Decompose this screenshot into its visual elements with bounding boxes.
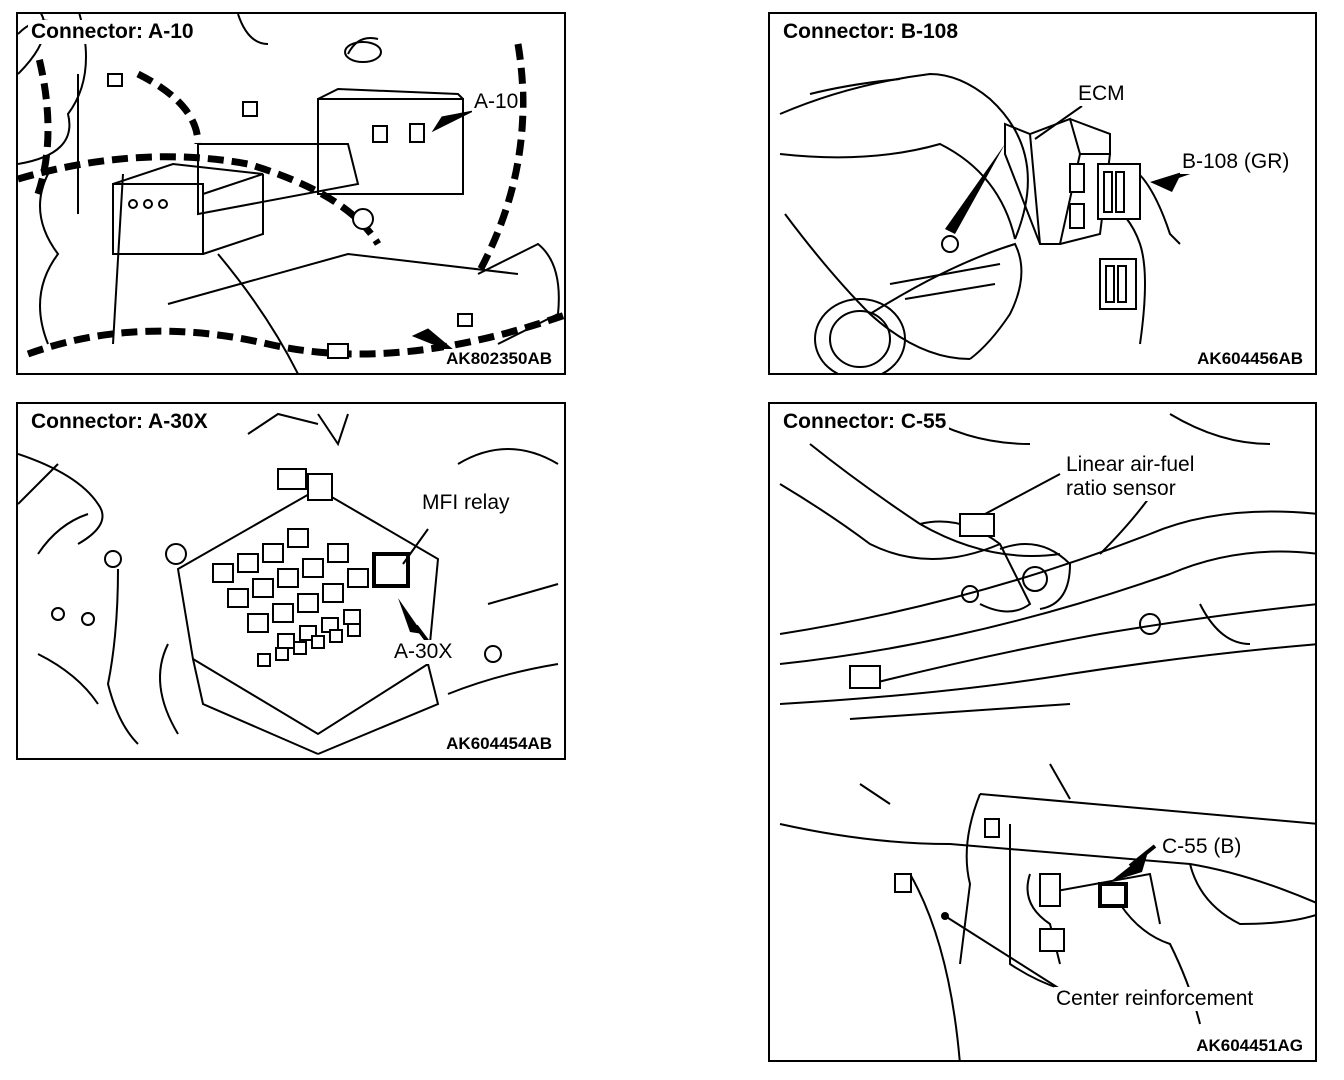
engine-bay-illustration-a10 bbox=[18, 14, 564, 373]
callout-label: C-55 (B) bbox=[1160, 835, 1244, 859]
callout-label: B-108 (GR) bbox=[1180, 150, 1292, 174]
underbody-illustration bbox=[779, 413, 1315, 1060]
callout-label: A-10 bbox=[472, 90, 521, 114]
panel-connector-a10: Connector: A-10 A-10 AK802350AB bbox=[16, 12, 566, 375]
panel-title: Connector: B-108 bbox=[780, 20, 962, 44]
reinforcement-label: Center reinforcement bbox=[1054, 987, 1256, 1011]
panel-title: Connector: A-30X bbox=[28, 410, 211, 434]
panel-title: Connector: A-10 bbox=[28, 20, 197, 44]
callout-label: A-30X bbox=[392, 640, 455, 664]
ecm-location-illustration bbox=[779, 72, 1191, 373]
figure-code: AK604456AB bbox=[1195, 349, 1305, 369]
figure-code: AK604454AB bbox=[444, 734, 554, 754]
sensor-label-line2: ratio sensor bbox=[1064, 477, 1178, 501]
panel-connector-c55: Connector: C-55 Linear air-fuel ratio se… bbox=[768, 402, 1317, 1062]
sensor-label-line1: Linear air-fuel bbox=[1064, 453, 1197, 477]
panel-connector-a30x: Connector: A-30X MFI relay A-30X AK60445… bbox=[16, 402, 566, 760]
figure-code: AK802350AB bbox=[444, 349, 554, 369]
figure-code: AK604451AG bbox=[1194, 1036, 1305, 1056]
relay-box-illustration bbox=[18, 412, 559, 755]
ecm-label: ECM bbox=[1076, 82, 1127, 106]
panel-title: Connector: C-55 bbox=[780, 410, 950, 434]
panel-connector-b108: Connector: B-108 ECM B-108 (GR) AK604456… bbox=[768, 12, 1317, 375]
relay-label: MFI relay bbox=[420, 491, 512, 515]
